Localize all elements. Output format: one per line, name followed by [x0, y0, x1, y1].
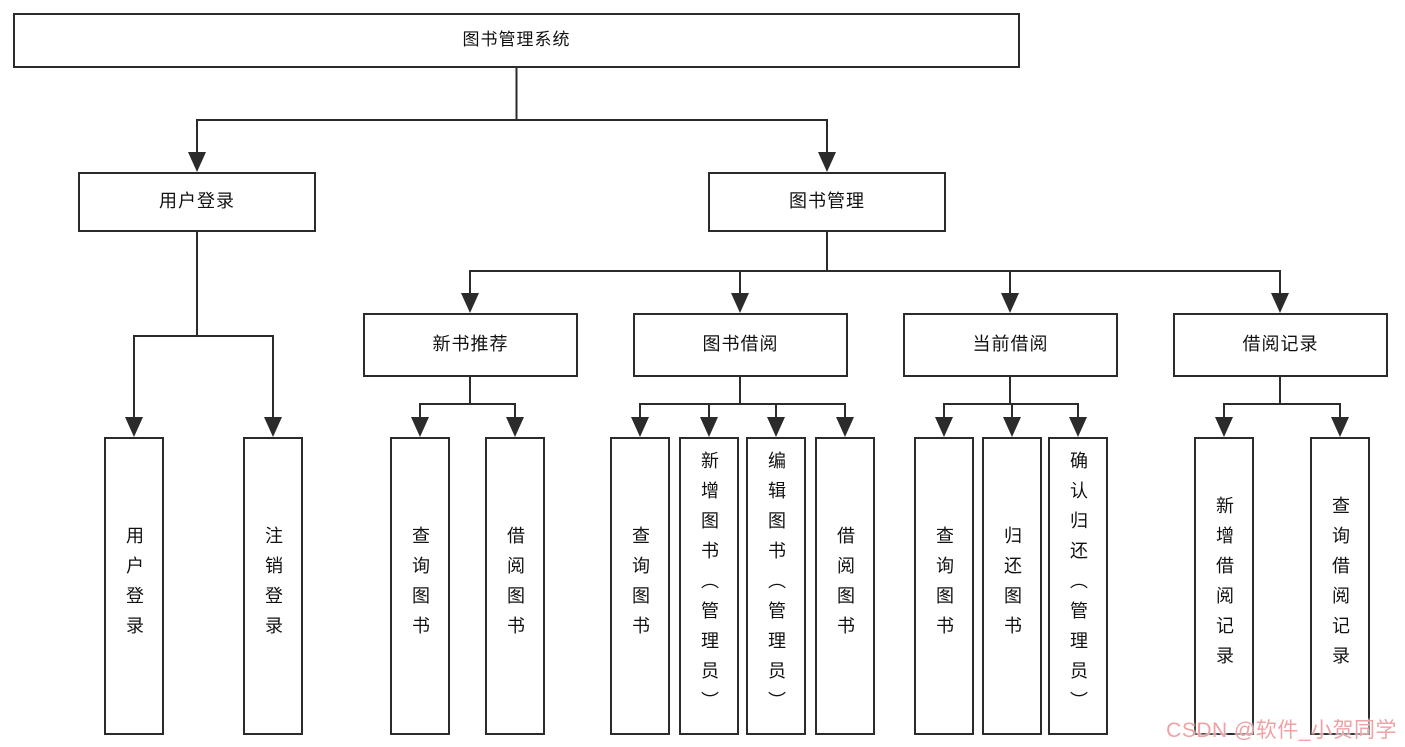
leaf-borrow-books-recommend: 借阅图书 — [485, 437, 545, 735]
leaf-label: 确认归还（管理员） — [1068, 451, 1088, 721]
arrow-icon — [1069, 417, 1087, 437]
arrow-icon — [125, 417, 143, 437]
arrow-icon — [700, 417, 718, 437]
leaf-edit-book-admin: 编辑图书（管理员） — [746, 437, 806, 735]
leaf-label: 借阅图书 — [505, 526, 525, 646]
leaf-label: 查询图书 — [410, 526, 430, 646]
leaf-label: 查询图书 — [630, 526, 650, 646]
node-label: 借阅记录 — [1242, 334, 1319, 355]
leaf-search-borrow-record: 查询借阅记录 — [1310, 437, 1370, 735]
arrow-icon — [188, 152, 206, 172]
leaf-label: 编辑图书（管理员） — [766, 451, 786, 721]
leaf-label: 借阅图书 — [835, 526, 855, 646]
leaf-label: 用户登录 — [124, 526, 144, 646]
arrow-icon — [411, 417, 429, 437]
node-label: 用户登录 — [159, 191, 235, 212]
node-label: 新书推荐 — [432, 334, 509, 355]
leaf-borrow-books-borrowing: 借阅图书 — [815, 437, 875, 735]
leaf-label: 查询借阅记录 — [1330, 496, 1350, 676]
leaf-search-books-recommend: 查询图书 — [390, 437, 450, 735]
arrow-icon — [506, 417, 524, 437]
leaf-label: 归还图书 — [1002, 526, 1022, 646]
arrow-icon — [731, 293, 749, 313]
node-library-management-system: 图书管理系统 — [13, 13, 1020, 68]
leaf-add-book-admin: 新增图书（管理员） — [679, 437, 739, 735]
arrow-icon — [631, 417, 649, 437]
leaf-return-books: 归还图书 — [982, 437, 1042, 735]
node-label: 图书管理系统 — [462, 30, 571, 50]
node-label: 图书借阅 — [702, 334, 779, 355]
leaf-label: 注销登录 — [263, 526, 283, 646]
arrow-icon — [461, 293, 479, 313]
node-user-login: 用户登录 — [78, 172, 316, 232]
leaf-label: 新增图书（管理员） — [699, 451, 719, 721]
connector-path — [133, 68, 1341, 421]
arrow-icon — [836, 417, 854, 437]
arrow-icon — [818, 152, 836, 172]
leaf-user-login: 用户登录 — [104, 437, 164, 735]
leaf-label: 查询图书 — [934, 526, 954, 646]
arrow-icon — [1331, 417, 1349, 437]
node-book-management: 图书管理 — [708, 172, 946, 232]
arrow-icon — [935, 417, 953, 437]
node-book-borrowing: 图书借阅 — [633, 313, 848, 377]
node-label: 图书管理 — [789, 191, 865, 212]
arrow-icon — [1271, 293, 1289, 313]
node-new-book-recommendation: 新书推荐 — [363, 313, 578, 377]
node-current-borrowing: 当前借阅 — [903, 313, 1118, 377]
leaf-logout: 注销登录 — [243, 437, 303, 735]
leaf-search-books-current: 查询图书 — [914, 437, 974, 735]
arrow-icon — [1003, 417, 1021, 437]
leaf-add-borrow-record: 新增借阅记录 — [1194, 437, 1254, 735]
node-borrowing-records: 借阅记录 — [1173, 313, 1388, 377]
arrow-icon — [1001, 293, 1019, 313]
csdn-watermark: CSDN @软件_小贺同学 — [1166, 719, 1397, 742]
arrow-icon — [767, 417, 785, 437]
arrow-icon — [264, 417, 282, 437]
leaf-confirm-return-admin: 确认归还（管理员） — [1048, 437, 1108, 735]
arrowheads — [125, 152, 1349, 437]
leaf-label: 新增借阅记录 — [1214, 496, 1234, 676]
leaf-search-books-borrowing: 查询图书 — [610, 437, 670, 735]
arrow-icon — [1215, 417, 1233, 437]
node-label: 当前借阅 — [972, 334, 1049, 355]
